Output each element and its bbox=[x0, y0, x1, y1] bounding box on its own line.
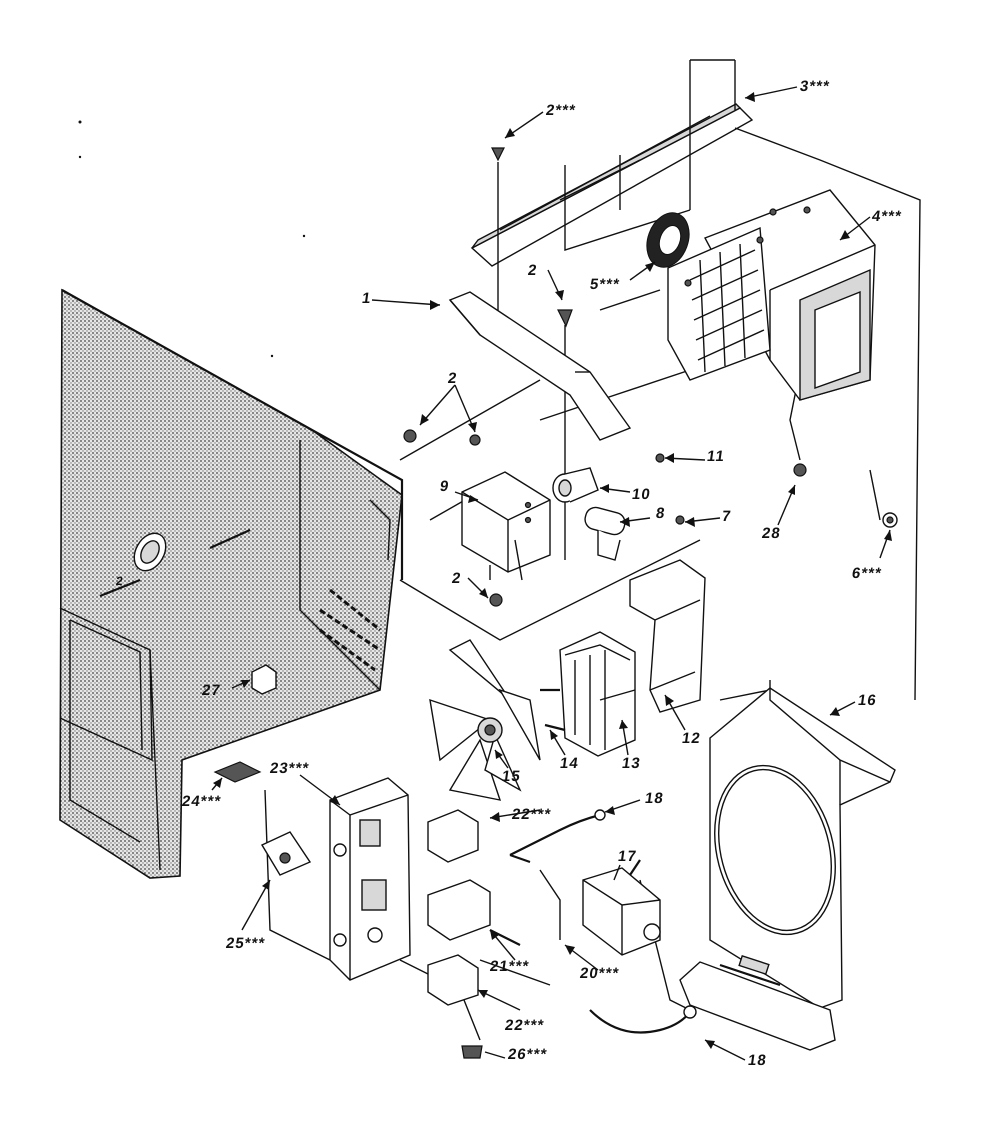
part-25 bbox=[260, 831, 312, 876]
callout-3: 3*** bbox=[798, 78, 832, 95]
callout-12: 12 bbox=[680, 730, 702, 747]
wire-18 bbox=[589, 1005, 697, 1034]
fan-blade bbox=[429, 639, 541, 801]
callout-17: 17 bbox=[616, 848, 638, 865]
switches bbox=[427, 809, 521, 1006]
part-8 bbox=[584, 506, 626, 561]
cube-27 bbox=[251, 664, 277, 695]
switch-panel bbox=[329, 777, 411, 981]
wire-harness-19 bbox=[509, 809, 606, 864]
ring-5 bbox=[646, 212, 690, 268]
callout-24: 24*** bbox=[180, 793, 223, 810]
callout-11: 11 bbox=[705, 448, 727, 465]
screws bbox=[403, 147, 898, 607]
callout-16: 16 bbox=[856, 692, 878, 709]
callout-20: 20*** bbox=[578, 965, 621, 982]
bracket-1 bbox=[448, 291, 632, 441]
part-10 bbox=[552, 467, 599, 503]
top-bracket bbox=[470, 103, 754, 267]
callout-21: 21*** bbox=[488, 958, 531, 975]
callout-25: 25*** bbox=[224, 935, 267, 952]
capacitor bbox=[582, 859, 661, 956]
screw-26 bbox=[461, 1045, 483, 1059]
callout-27: 27 bbox=[200, 682, 222, 699]
fan-motor bbox=[540, 631, 636, 757]
pin-14 bbox=[544, 723, 566, 732]
callout-6: 6*** bbox=[850, 565, 884, 582]
callout-4: 4*** bbox=[870, 208, 904, 225]
specks bbox=[78, 120, 306, 358]
callout-10: 10 bbox=[630, 486, 652, 503]
callout-28: 28 bbox=[760, 525, 782, 542]
transformer bbox=[667, 189, 876, 401]
callout-13: 13 bbox=[620, 755, 642, 772]
callout-26: 26*** bbox=[506, 1046, 549, 1063]
callout-arrows bbox=[211, 86, 892, 1061]
clip-24 bbox=[213, 761, 262, 783]
part-9-box bbox=[461, 471, 551, 581]
callout-5: 5*** bbox=[588, 276, 622, 293]
callout-14: 14 bbox=[558, 755, 580, 772]
motor-bracket bbox=[629, 559, 706, 713]
callout-22-upper: 22*** bbox=[510, 806, 553, 823]
callout-15: 15 bbox=[500, 768, 522, 785]
base-plate bbox=[679, 955, 836, 1051]
callout-18-lower: 18 bbox=[746, 1052, 768, 1069]
air-duct bbox=[709, 687, 896, 1009]
oven-cavity bbox=[59, 288, 404, 879]
callout-18-upper: 18 bbox=[643, 790, 665, 807]
callout-2-top: 2*** bbox=[544, 102, 578, 119]
callout-23: 23*** bbox=[268, 760, 311, 777]
callout-22-lower: 22*** bbox=[503, 1017, 546, 1034]
